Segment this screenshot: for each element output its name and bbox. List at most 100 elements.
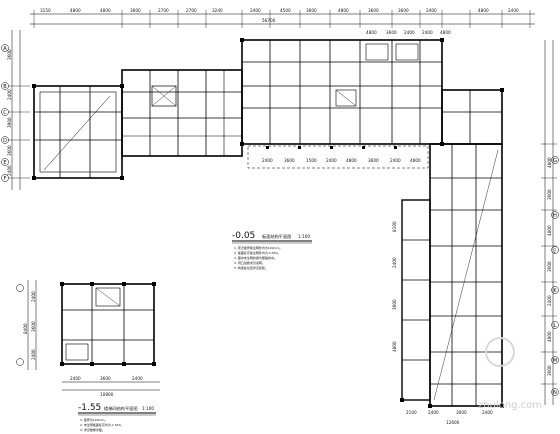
stair-left-dim-label: 2400 <box>31 291 36 302</box>
courtyard-dim-label: 1500 <box>306 158 317 163</box>
courtyard-dim-label: 4800 <box>346 158 357 163</box>
inner-dim-label: 4800 <box>392 341 397 352</box>
courtyard-dim-label: 3600 <box>368 158 379 163</box>
left-dim-label: 3900 <box>7 117 12 128</box>
top-dim-label: 3600 <box>368 8 379 13</box>
stair-bottom-dim-label: 3600 <box>100 376 111 381</box>
stair-plan-elevation: -1.55 <box>78 403 101 413</box>
stair-left-dim-label: 2400 <box>31 349 36 360</box>
watermark-logo-icon <box>485 337 515 367</box>
right-dim-label: 2400 <box>547 295 552 306</box>
axis-label: D <box>3 138 7 144</box>
note-line: 1. 现浇板厚除注明外均为120mm。 <box>234 245 282 250</box>
left-dim-label: 2400 <box>7 89 12 100</box>
stair-bottom-dim-label: 2400 <box>132 376 143 381</box>
note-line: 4. 洞口加筋详见说明。 <box>234 260 265 265</box>
note-line: 2. 未注明板面标高均为-1.550。 <box>80 422 124 427</box>
axis-label: K <box>553 288 557 294</box>
axis-label: L <box>554 323 557 329</box>
axis-label: N <box>553 390 557 396</box>
top-dim-label: 4800 <box>70 8 81 13</box>
main-plan-title-block: -0.05 板面结构平面图 1:100 1. 现浇板厚除注明外均为120mm。 … <box>232 231 312 270</box>
right-dim-label: 4800 <box>547 225 552 236</box>
bottom-dim-label: 2100 <box>406 410 417 415</box>
courtyard-dim-label: 2400 <box>262 158 273 163</box>
bottom-dimension-labels: 2100 2400 3000 2400 12600 <box>406 410 493 425</box>
axis-bubble-labels: A B C D E F G H J K L M N <box>3 46 557 396</box>
note-line: 1. 板厚为120mm。 <box>80 417 107 422</box>
right-dim-label: 3600 <box>547 365 552 376</box>
axis-label: J <box>553 248 555 254</box>
inner-dim-label: 3600 <box>392 299 397 310</box>
stair-plan-scale: 1:100 <box>142 406 154 411</box>
courtyard-dim-label: 3600 <box>284 158 295 163</box>
inner-dim-label: 2400 <box>392 257 397 268</box>
axis-label: H <box>553 213 557 219</box>
left-dimension-labels: 3600 2400 3900 3600 2400 <box>7 49 12 176</box>
right-dimension-labels: 4800 3600 4800 3600 2400 4800 3600 8100 … <box>392 157 552 376</box>
top-total-dim-label: 56700 <box>262 18 276 23</box>
stair-plan-title-block: -1.55 楼梯间结构平面图 1:100 1. 板厚为120mm。 2. 未注明… <box>78 403 156 432</box>
stair-dimension-labels: 2400 3600 2400 10800 2400 3600 2400 8400 <box>23 291 143 397</box>
top-dim-label: 3600 <box>398 8 409 13</box>
stair-plan-title: 楼梯间结构平面图 <box>104 405 138 412</box>
axis-label: M <box>553 358 557 364</box>
bottom-dim-label: 3000 <box>456 410 467 415</box>
top-dim-label: 3240 <box>212 8 223 13</box>
top-dim-label: 2700 <box>186 8 197 13</box>
right-dim-label: 3600 <box>547 189 552 200</box>
top-dim-label: 3600 <box>130 8 141 13</box>
top-dim-label: 4800 <box>338 8 349 13</box>
note-line: 2. 板面标高除注明外均为-0.050。 <box>234 250 281 255</box>
stair-left-total-label: 8400 <box>23 323 28 334</box>
main-plan-scale: 1:100 <box>298 234 310 239</box>
top-dim-label: 2700 <box>158 8 169 13</box>
left-dim-label: 3600 <box>7 49 12 60</box>
courtyard-dim-label: 2400 <box>326 158 337 163</box>
mid-dim-label: 4800 <box>440 30 451 35</box>
mid-dim-label: 2400 <box>422 30 433 35</box>
mid-dim-label: 3600 <box>386 30 397 35</box>
top-dim-label: 4800 <box>100 8 111 13</box>
courtyard-dim-label: 2400 <box>390 158 401 163</box>
mid-dimension-labels: 4800 3600 2400 2400 4800 2400 3600 1500 … <box>262 30 451 163</box>
bottom-total-dim-label: 12600 <box>446 420 460 425</box>
right-dim-label: 4800 <box>547 157 552 168</box>
bottom-dim-label: 2400 <box>428 410 439 415</box>
axis-label: A <box>3 46 7 52</box>
left-dim-label: 3600 <box>7 145 12 156</box>
axis-label: E <box>3 160 6 166</box>
watermark-text: zhulong.com <box>478 400 542 411</box>
top-dimension-labels: 3150 4800 4800 3600 2700 2700 3240 2400 … <box>40 8 519 23</box>
note-line: 3. 详见楼梯详图。 <box>80 427 105 432</box>
note-line: 3. 图中未注明的梁均居轴线中。 <box>234 255 277 260</box>
mid-dim-label: 4800 <box>366 30 377 35</box>
main-plan-elevation: -0.05 <box>232 231 255 241</box>
main-floor-plan <box>1 10 559 408</box>
stair-bottom-dim-label: 2400 <box>70 376 81 381</box>
axis-label: C <box>3 110 7 116</box>
right-dim-label: 3600 <box>547 261 552 272</box>
bottom-dim-label: 2400 <box>482 410 493 415</box>
watermark: zhulong.com <box>478 337 542 411</box>
top-dim-label: 2400 <box>426 8 437 13</box>
courtyard-dim-label: 4800 <box>410 158 421 163</box>
axis-label: B <box>3 84 7 90</box>
axis-label: G <box>553 158 557 164</box>
inner-dim-label: 8100 <box>392 221 397 232</box>
right-dim-label: 4800 <box>547 331 552 342</box>
note-line: 5. 构造柱位置详见建施。 <box>234 265 268 270</box>
top-dim-label: 3150 <box>40 8 51 13</box>
stair-bottom-total-label: 10800 <box>100 392 114 397</box>
top-dim-label: 2400 <box>508 8 519 13</box>
stair-left-dim-label: 3600 <box>31 321 36 332</box>
left-dim-label: 2400 <box>7 165 12 176</box>
axis-label: F <box>4 176 7 182</box>
top-dim-label: 2400 <box>250 8 261 13</box>
top-dim-label: 4800 <box>478 8 489 13</box>
main-plan-title: 板面结构平面图 <box>262 233 291 240</box>
stair-structural-plan <box>16 280 160 391</box>
top-dim-label: 4500 <box>280 8 291 13</box>
